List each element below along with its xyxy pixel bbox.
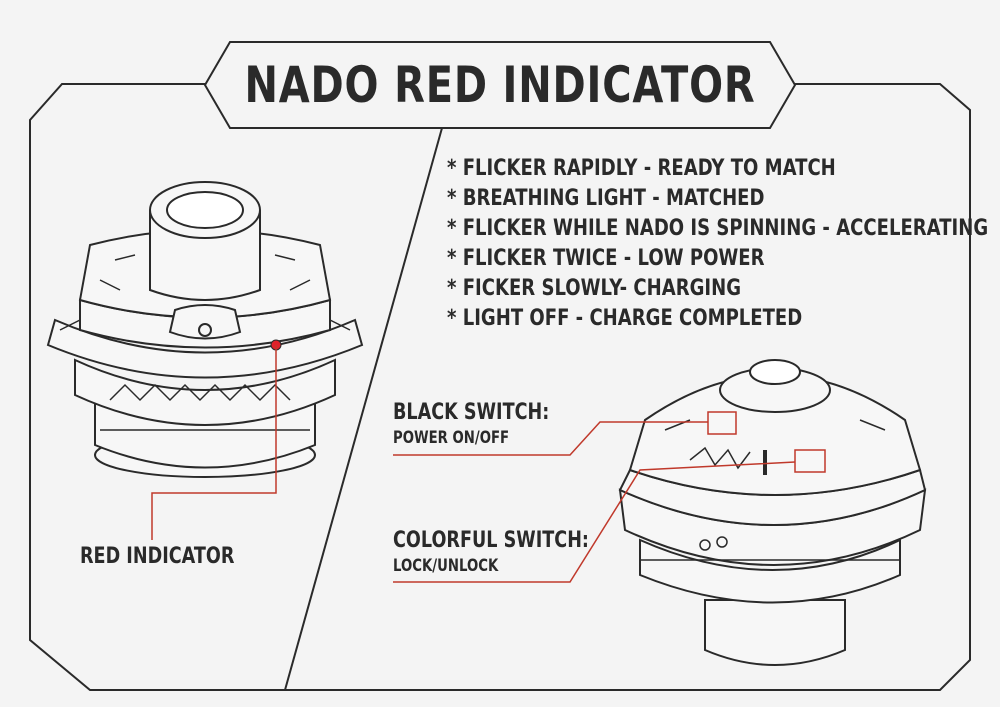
outer-frame xyxy=(29,83,971,691)
black-switch-function: POWER ON/OFF xyxy=(393,428,510,448)
colorful-switch-label: COLORFUL SWITCH: xyxy=(393,528,589,553)
gyro-right-illustration xyxy=(618,359,927,666)
black-switch-leader xyxy=(393,421,708,456)
gyro-left-illustration xyxy=(46,181,364,478)
page-title: NADO RED INDICATOR xyxy=(244,56,756,114)
feature-item: * FLICKER WHILE NADO IS SPINNING - ACCEL… xyxy=(447,216,989,241)
feature-item: * LIGHT OFF - CHARGE COMPLETED xyxy=(447,306,803,331)
feature-item: * FLICKER RAPIDLY - READY TO MATCH xyxy=(447,156,836,181)
black-switch-marker xyxy=(707,411,737,435)
gyro-left-details xyxy=(59,254,351,431)
red-indicator-leader xyxy=(151,345,277,540)
black-switch-label: BLACK SWITCH: xyxy=(393,400,550,425)
feature-item: * FLICKER TWICE - LOW POWER xyxy=(447,246,765,271)
title-banner xyxy=(203,41,797,129)
feature-item: * BREATHING LIGHT - MATCHED xyxy=(447,186,765,211)
colorful-switch-leader xyxy=(393,461,796,583)
feature-list: * FLICKER RAPIDLY - READY TO MATCH * BRE… xyxy=(447,154,1000,334)
feature-item: * FICKER SLOWLY- CHARGING xyxy=(447,276,742,301)
red-indicator-label: RED INDICATOR xyxy=(80,544,235,569)
panel-divider xyxy=(284,127,443,691)
colorful-switch-function: LOCK/UNLOCK xyxy=(393,556,499,576)
colorful-switch-marker xyxy=(794,449,826,473)
